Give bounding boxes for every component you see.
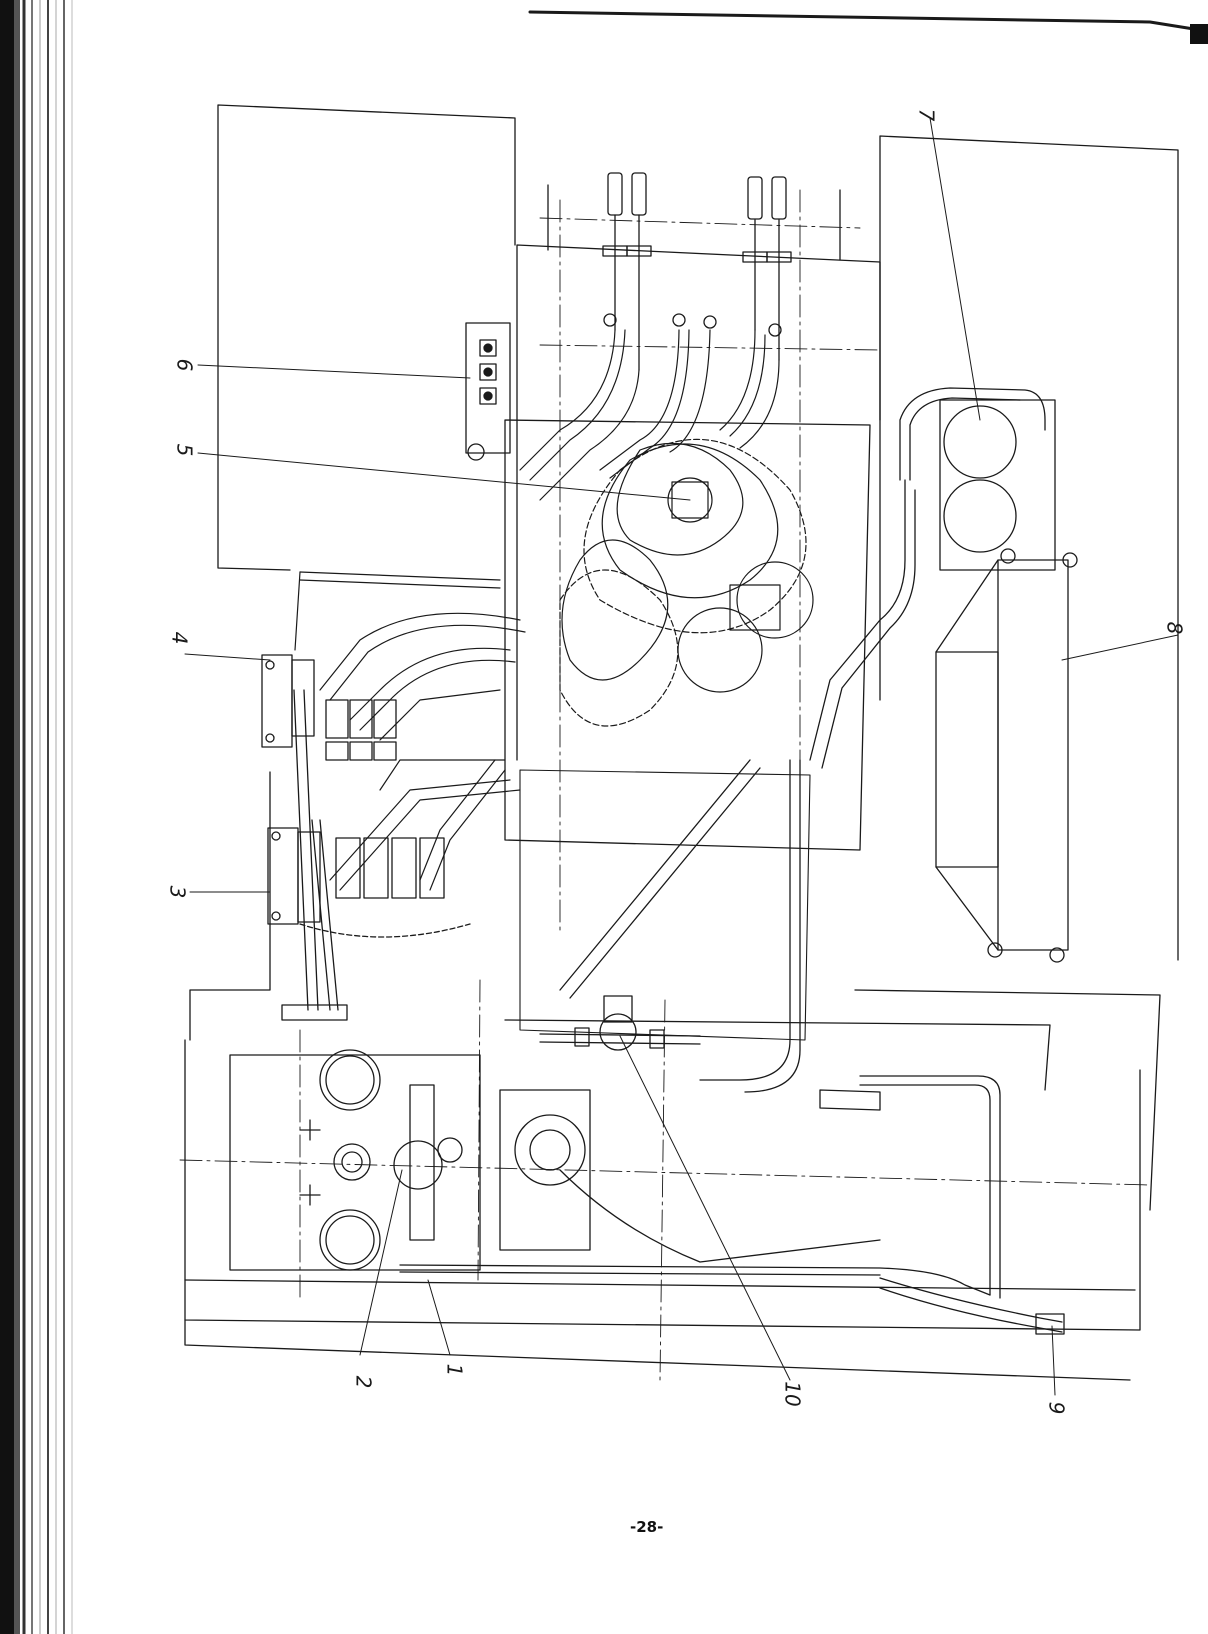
valve-bank-lower	[267, 827, 471, 938]
floor-line	[504, 1019, 1051, 1091]
callout-6: 6	[172, 358, 197, 372]
center-lines	[179, 189, 1151, 1381]
upper-hose-fittings	[547, 172, 841, 371]
leader-8	[1061, 634, 1179, 661]
left-sweep-hoses	[294, 571, 526, 891]
left-middle-frame	[189, 771, 271, 1041]
terminal-box	[465, 322, 511, 461]
valve-bank-upper	[261, 654, 397, 761]
callout-5: 5	[172, 443, 197, 457]
cooler-unit	[935, 548, 1078, 963]
right-lower-frame	[854, 989, 1161, 1211]
leader-5	[197, 452, 691, 501]
pump-motor-group	[229, 1049, 591, 1271]
callout-1: 1	[442, 1363, 467, 1377]
bottom-base-inner	[184, 1279, 1136, 1381]
center-housing	[516, 244, 881, 761]
binding-edge-scan-artifact	[0, 0, 73, 1634]
left-upper-frame	[217, 104, 516, 571]
leader-6	[197, 364, 471, 379]
callout-7: 7	[914, 108, 939, 122]
valve-assembly	[539, 995, 701, 1051]
bottom-base-frame	[184, 1039, 1141, 1331]
callout-4: 4	[167, 631, 192, 645]
bottom-return-hose	[399, 1075, 1065, 1335]
callout-9: 9	[1044, 1401, 1069, 1415]
diagonal-return-pipe	[559, 759, 801, 1093]
leader-2	[359, 1169, 403, 1356]
leader-1	[427, 1279, 451, 1356]
leader-lines	[184, 117, 1179, 1396]
right-upper-frame	[879, 135, 1179, 961]
callout-2: 2	[351, 1375, 376, 1389]
accumulator-pair	[809, 387, 1056, 769]
central-hose-swirl	[559, 438, 814, 727]
callout-10: 10	[780, 1381, 805, 1407]
left-vertical-pipes	[281, 689, 348, 1021]
leader-7	[929, 117, 981, 421]
page-number: -28-	[630, 1518, 664, 1536]
leader-10	[619, 1035, 791, 1381]
callout-8: 8	[1162, 621, 1187, 635]
leader-4	[184, 653, 271, 661]
lower-center-box	[519, 769, 811, 1041]
leader-9	[1051, 1325, 1056, 1396]
callout-3: 3	[165, 885, 190, 899]
corner-mark	[1190, 24, 1208, 44]
upper-pipe-bundle	[519, 329, 780, 501]
sheet-top-border	[528, 10, 1202, 32]
center-box	[504, 419, 871, 851]
